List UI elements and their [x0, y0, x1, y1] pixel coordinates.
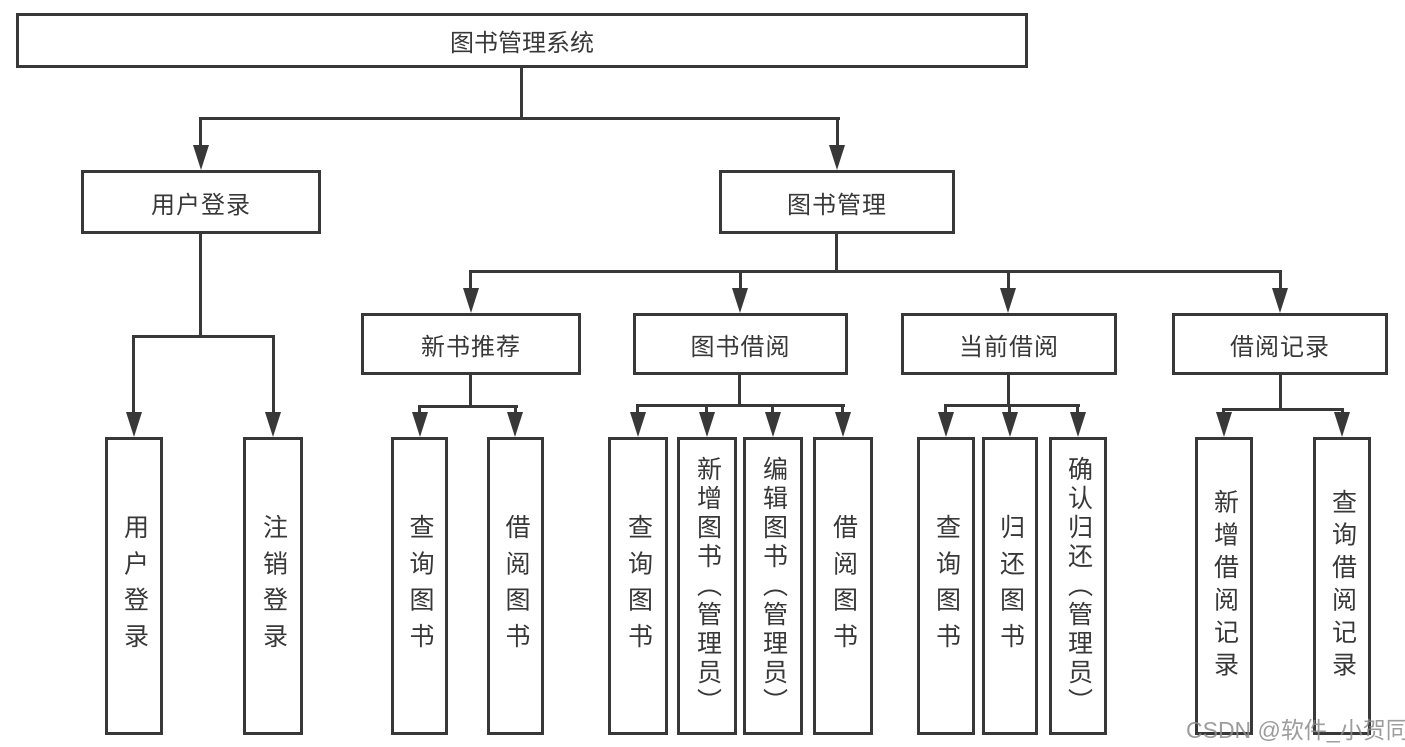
leaf-label: 编辑图书（管理员） — [759, 455, 788, 717]
node-user-login: 用户登录 — [81, 170, 321, 234]
leaf-label: 查询图书 — [624, 513, 653, 659]
leaf-edit-book-admin: 编辑图书（管理员） — [743, 437, 803, 735]
node-label: 用户登录 — [151, 191, 251, 219]
node-current-borrowing: 当前借阅 — [901, 313, 1117, 375]
node-label: 图书管理系统 — [450, 30, 594, 57]
connector-line — [1279, 270, 1282, 292]
leaf-label: 用户登录 — [120, 513, 149, 659]
connector-line — [771, 404, 774, 417]
arrowhead-icon — [126, 412, 142, 437]
leaf-label: 确认归还（管理员） — [1064, 455, 1093, 717]
connector-line — [636, 404, 639, 417]
arrowhead-icon — [1272, 288, 1288, 313]
leaf-label: 查询图书 — [932, 513, 961, 659]
connector-line — [835, 234, 838, 273]
connector-line — [636, 404, 845, 407]
leaf-label: 借阅图书 — [502, 513, 530, 659]
connector-line — [705, 404, 708, 417]
connector-line — [738, 375, 741, 407]
connector-line — [1007, 375, 1010, 407]
arrowhead-icon — [1216, 412, 1232, 437]
arrowhead-icon — [835, 412, 851, 437]
connector-line — [944, 404, 1080, 407]
leaf-query-book-borrowing: 查询图书 — [608, 437, 668, 735]
connector-line — [199, 117, 202, 147]
connector-line — [944, 404, 947, 417]
connector-line — [739, 270, 742, 292]
leaf-borrow-book-borrowing: 借阅图书 — [813, 437, 873, 735]
leaf-user-login: 用户登录 — [105, 437, 163, 735]
connector-line — [1008, 404, 1011, 417]
arrowhead-icon — [732, 288, 748, 313]
connector-line — [272, 335, 275, 415]
connector-line — [1222, 408, 1344, 411]
leaf-label: 查询借阅记录 — [1328, 488, 1357, 684]
connector-line — [841, 404, 844, 417]
leaf-query-book-recommend: 查询图书 — [391, 437, 448, 735]
connector-line — [469, 270, 1282, 273]
node-book-borrowing: 图书借阅 — [633, 313, 848, 375]
arrowhead-icon — [412, 412, 428, 437]
connector-line — [418, 405, 518, 408]
leaf-return-book: 归还图书 — [982, 437, 1038, 735]
connector-line — [469, 375, 472, 408]
connector-line — [1007, 270, 1010, 292]
arrowhead-icon — [829, 145, 845, 170]
leaf-label: 归还图书 — [996, 513, 1025, 659]
leaf-label: 新增借阅记录 — [1210, 488, 1239, 684]
node-label: 当前借阅 — [959, 333, 1059, 361]
node-borrowing-records: 借阅记录 — [1172, 313, 1388, 375]
leaf-label: 借阅图书 — [829, 513, 858, 659]
arrowhead-icon — [938, 412, 954, 437]
node-label: 图书借阅 — [690, 333, 791, 361]
arrowhead-icon — [1000, 288, 1016, 313]
leaf-confirm-return-admin: 确认归还（管理员） — [1049, 437, 1107, 735]
connector-line — [514, 405, 517, 417]
node-label: 图书管理 — [787, 191, 887, 219]
node-new-book-recommendation: 新书推荐 — [361, 313, 581, 375]
leaf-query-borrow-record: 查询借阅记录 — [1313, 437, 1371, 735]
arrowhead-icon — [765, 412, 781, 437]
connector-line — [520, 68, 523, 120]
leaf-label: 新增图书（管理员） — [693, 455, 722, 717]
arrowhead-icon — [193, 145, 209, 170]
arrowhead-icon — [1070, 412, 1086, 437]
connector-line — [1076, 404, 1079, 417]
connector-line — [836, 117, 839, 147]
leaf-query-book-current: 查询图书 — [917, 437, 975, 735]
connector-line — [132, 335, 275, 338]
connector-line — [418, 405, 421, 417]
node-label: 新书推荐 — [421, 333, 521, 361]
arrowhead-icon — [630, 412, 646, 437]
arrowhead-icon — [1002, 412, 1018, 437]
connector-line — [132, 335, 135, 415]
node-book-management: 图书管理 — [719, 170, 955, 234]
node-library-management-system: 图书管理系统 — [16, 13, 1028, 68]
leaf-add-book-admin: 新增图书（管理员） — [677, 437, 737, 735]
arrowhead-icon — [463, 288, 479, 313]
connector-line — [199, 117, 840, 120]
arrowhead-icon — [265, 412, 281, 437]
csdn-watermark: CSDN @软件_小贺同学 — [1186, 717, 1405, 743]
connector-line — [1279, 375, 1282, 411]
leaf-label: 注销登录 — [259, 513, 288, 659]
leaf-borrow-book-recommend: 借阅图书 — [487, 437, 544, 735]
connector-line — [469, 270, 472, 292]
arrowhead-icon — [507, 412, 523, 437]
arrowhead-icon — [699, 412, 715, 437]
arrowhead-icon — [1334, 412, 1350, 437]
leaf-label: 查询图书 — [406, 513, 434, 659]
connector-line — [199, 234, 202, 338]
leaf-add-borrow-record: 新增借阅记录 — [1195, 437, 1253, 735]
leaf-logout: 注销登录 — [243, 437, 303, 735]
node-label: 借阅记录 — [1230, 333, 1330, 361]
